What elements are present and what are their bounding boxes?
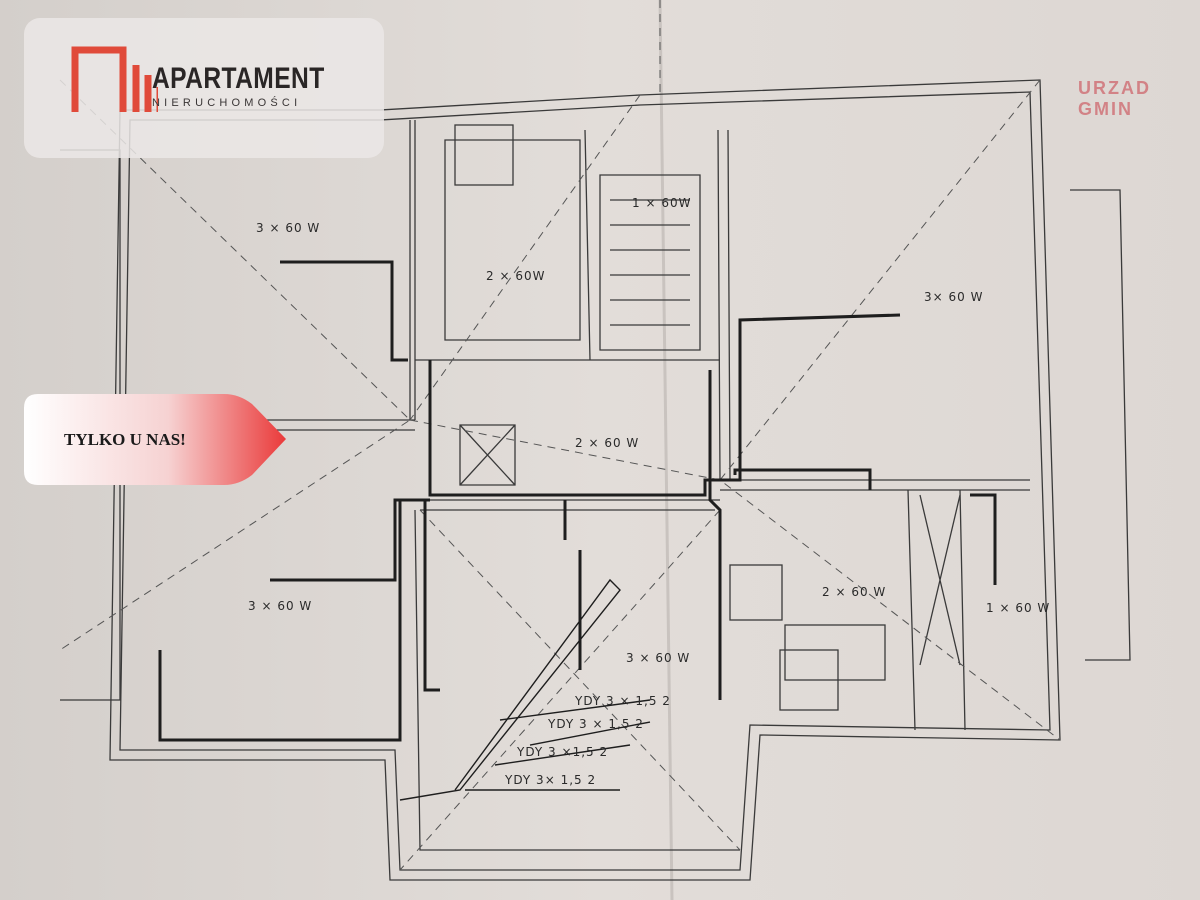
light-label: 3× 60 W — [924, 290, 983, 304]
light-label: 1 × 60 W — [986, 601, 1050, 615]
cable-label: YDY 3× 1,5 2 — [504, 773, 596, 787]
logo-mark-icon — [71, 46, 158, 112]
logo-subtitle: NIERUCHOMOŚCI — [152, 97, 302, 109]
light-label: 2 × 60 W — [575, 436, 639, 450]
light-label: 2 × 60W — [486, 269, 545, 283]
light-label: 3 × 60 W — [248, 599, 312, 613]
light-label: 1 × 60W — [632, 196, 691, 210]
light-label: 2 × 60 W — [822, 585, 886, 599]
cable-label: YDY 3 × 1,5 2 — [574, 694, 671, 708]
cable-label: YDY 3 × 1,5 2 — [547, 717, 644, 731]
cable-label: YDY 3 ×1,5 2 — [516, 745, 608, 759]
official-stamp: URZAD GMIN — [1078, 78, 1151, 119]
logo-title: APARTAMENT — [152, 62, 325, 95]
logo-panel — [24, 18, 384, 158]
promo-badge — [24, 394, 286, 485]
light-label: 3 × 60 W — [626, 651, 690, 665]
light-label: 3 × 60 W — [256, 221, 320, 235]
promo-badge-text: TYLKO U NAS! — [64, 430, 186, 449]
